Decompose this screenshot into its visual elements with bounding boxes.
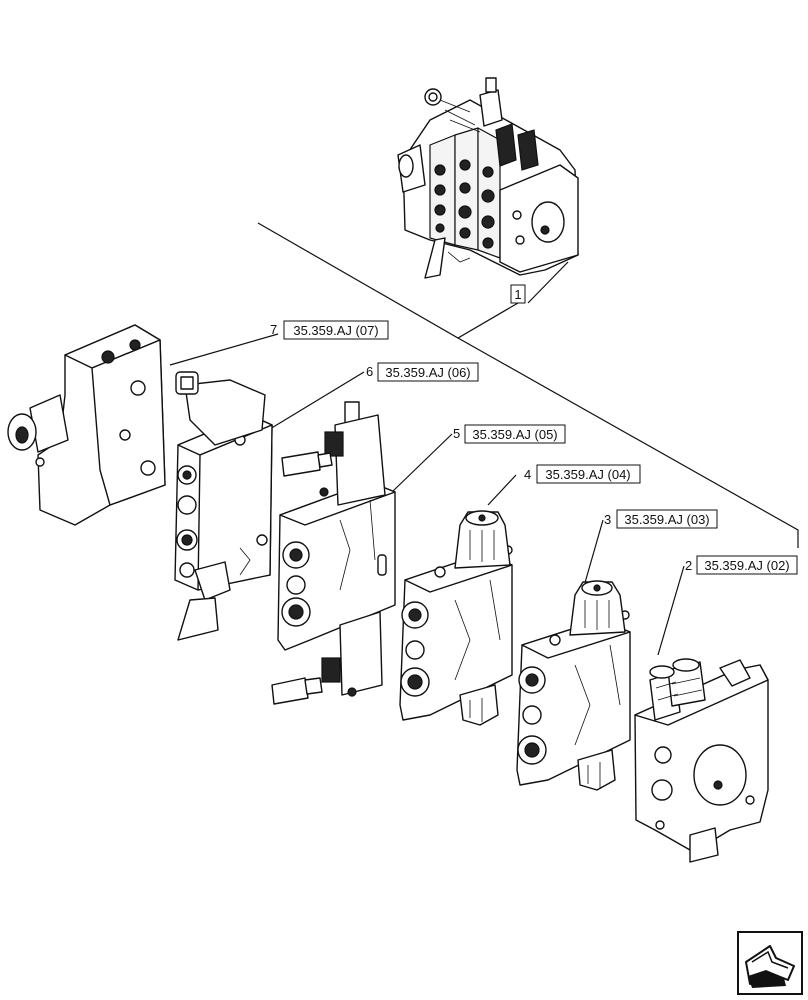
leader-lines: [169, 222, 799, 656]
part-ref-7: 35.359.AJ (07): [293, 323, 378, 338]
part-4-pilot-section: [399, 510, 513, 726]
callout-number-3: 3: [604, 512, 611, 527]
part-ref-link-5[interactable]: 35.359.AJ (05): [464, 424, 566, 444]
part-ref-6: 35.359.AJ (06): [385, 365, 470, 380]
callout-number-6: 6: [366, 364, 373, 379]
assembly-callout-number: 1: [514, 287, 521, 302]
assembly-callout: 1: [510, 284, 526, 304]
callout-number-2: 2: [685, 558, 692, 573]
part-6-lever-section: [174, 371, 273, 641]
part-callouts: 7 35.359.AJ (07) 6 35.359.AJ (06) 5 35.3…: [270, 320, 798, 575]
callout-number-4: 4: [524, 467, 531, 482]
callout-number-5: 5: [453, 426, 460, 441]
part-ref-5: 35.359.AJ (05): [472, 427, 557, 442]
callout-number-7: 7: [270, 322, 277, 337]
assembly-ports: [434, 159, 495, 249]
valve-assembly-illustration: [397, 77, 579, 279]
part-ref-link-2[interactable]: 35.359.AJ (02): [696, 555, 798, 575]
part-ref-link-6[interactable]: 35.359.AJ (06): [377, 362, 479, 382]
part-5-solenoid-section: [271, 401, 396, 705]
part-ref-3: 35.359.AJ (03): [624, 512, 709, 527]
part-2-end-cover: [634, 658, 769, 863]
part-ref-link-3[interactable]: 35.359.AJ (03): [616, 509, 718, 529]
part-7-inlet-cover: [7, 324, 166, 526]
part-ref-link-7[interactable]: 35.359.AJ (07): [283, 320, 389, 340]
part-3-pilot-section: [516, 580, 631, 791]
next-page-arrow-icon[interactable]: [737, 931, 803, 995]
part-ref-link-4[interactable]: 35.359.AJ (04): [536, 464, 641, 484]
part-ref-4: 35.359.AJ (04): [545, 467, 630, 482]
part-ref-2: 35.359.AJ (02): [704, 558, 789, 573]
